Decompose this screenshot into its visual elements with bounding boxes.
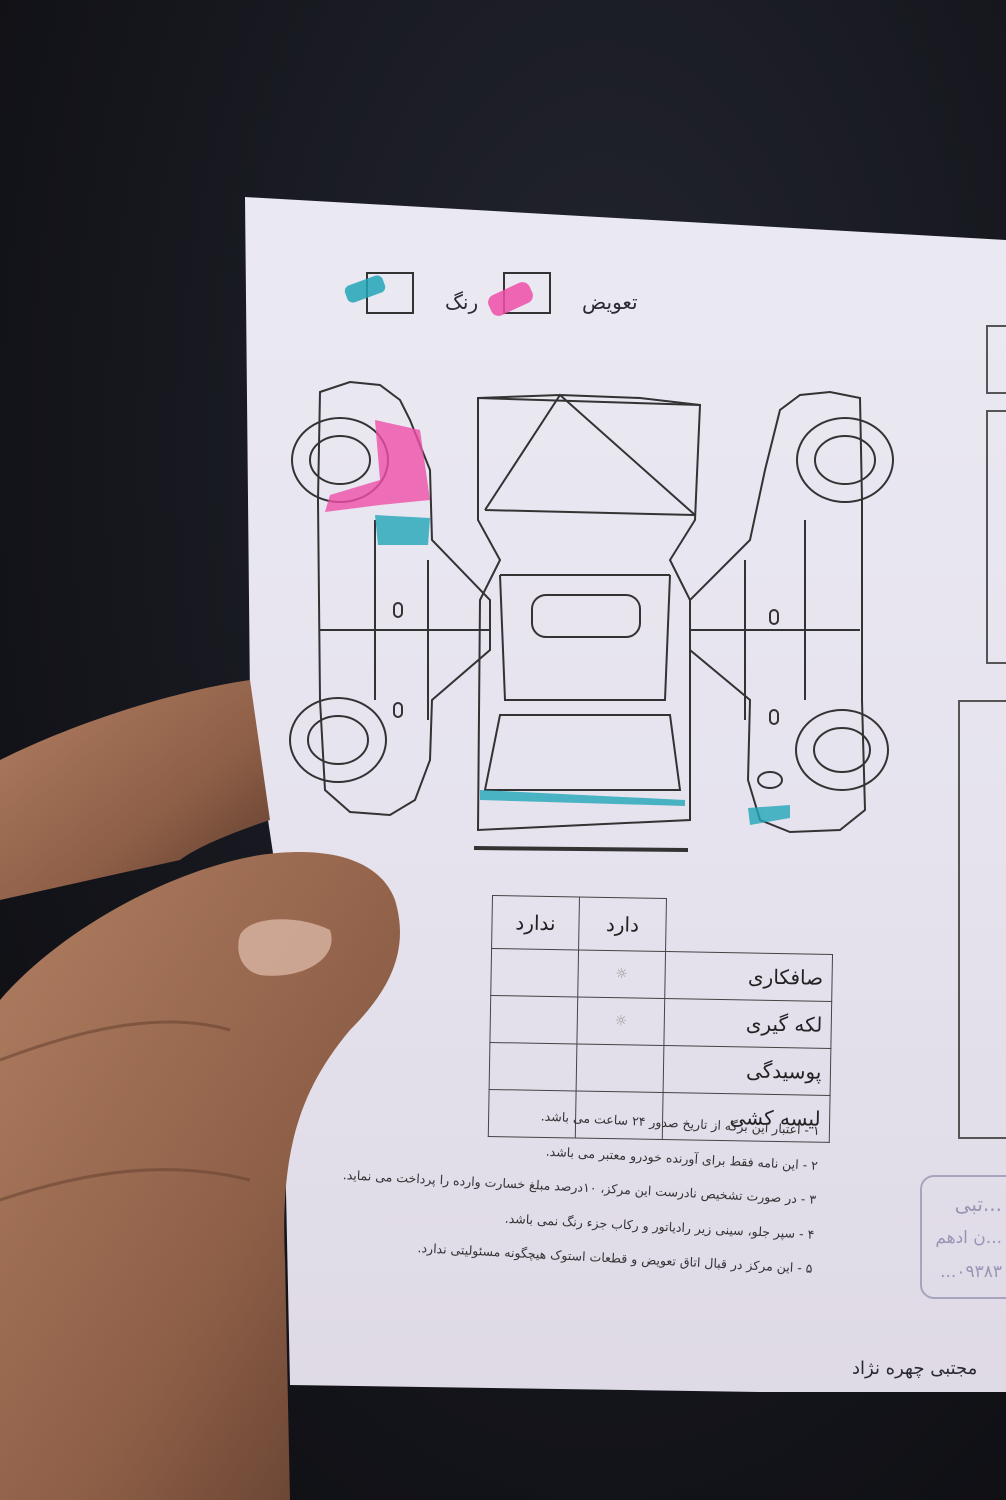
stamp: ...تبی ...ن ادهم ۰۹۳۸۳... [920, 1175, 1006, 1299]
wheel-front-right [796, 417, 894, 503]
legend-paint-label: رنگ [445, 290, 479, 314]
thumbnail [238, 919, 332, 976]
paint-mark-front-left [325, 420, 430, 512]
replace-mark-right-sill [748, 805, 790, 825]
replace-mark-left-door [375, 515, 430, 545]
stamp-line: ...تبی [954, 1192, 1002, 1216]
car-right-side [689, 390, 867, 834]
wheel-rear-right [795, 709, 889, 791]
stamp-line: ...ن ادهم [935, 1228, 1002, 1248]
car-left-side [316, 380, 491, 817]
legend-replace-label: تعویض [582, 290, 638, 314]
wheel-rear-left [289, 697, 387, 783]
stamp-line: ۰۹۳۸۳... [940, 1262, 1002, 1282]
car-top-view [476, 396, 702, 832]
car-diagram [289, 380, 894, 852]
side-box [958, 700, 1006, 1139]
signature-name: مجتبی چهره نژاد [852, 1358, 978, 1379]
replace-mark-rear-bumper [480, 790, 685, 806]
side-box [986, 410, 1006, 664]
side-box [986, 325, 1006, 394]
roof [531, 594, 641, 638]
